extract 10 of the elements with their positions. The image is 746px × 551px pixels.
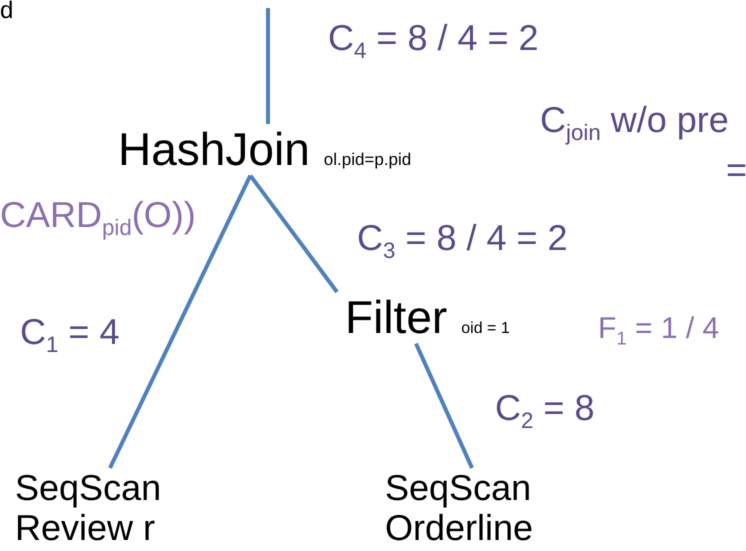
plan-operator: HashJoin	[118, 124, 310, 176]
plan-operator: SeqScan Orderline	[385, 468, 575, 549]
plan-edge	[108, 174, 252, 469]
operator-condition: ol.pid=p.pid	[324, 150, 412, 170]
plan-operator: SeqScan Review r	[15, 468, 205, 549]
plan-edge	[248, 174, 339, 294]
plan-operator: Filter	[345, 292, 448, 344]
plan-edge	[266, 8, 270, 124]
operator-condition: oid = 1	[461, 320, 510, 338]
plan-edge	[414, 342, 474, 469]
